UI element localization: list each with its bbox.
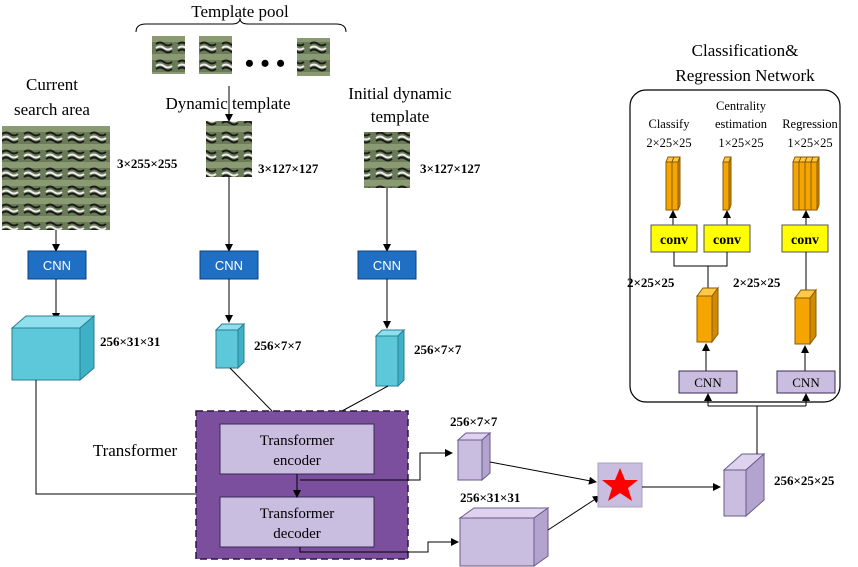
regression-output bbox=[792, 156, 820, 211]
conv-label: conv bbox=[660, 233, 688, 248]
classify-label: Classify bbox=[649, 117, 691, 131]
decoder-output-cube bbox=[533, 507, 549, 567]
feature-cube-initial bbox=[397, 328, 405, 388]
branch-left-cube bbox=[711, 286, 719, 344]
conv-block-centrality bbox=[703, 224, 751, 253]
cnn-label: CNN bbox=[215, 258, 243, 273]
search-image bbox=[2, 126, 110, 230]
initial-dims: 3×127×127 bbox=[420, 161, 481, 176]
classify-dims: 2×25×25 bbox=[646, 136, 691, 150]
initial-feat: 256×7×7 bbox=[414, 342, 462, 357]
template-pool-brace bbox=[135, 17, 347, 33]
head-network-box bbox=[629, 89, 841, 403]
search-feat: 256×31×31 bbox=[100, 334, 160, 349]
centrality-line1: Centrality bbox=[716, 99, 767, 113]
dynamic-template-image bbox=[206, 121, 252, 177]
search-dims: 3×255×255 bbox=[117, 156, 178, 171]
decoder-line2: decoder bbox=[273, 526, 320, 542]
conv-label: conv bbox=[791, 233, 819, 248]
dynamic-dims: 3×127×127 bbox=[258, 161, 319, 176]
conv-block-regression bbox=[781, 224, 829, 253]
centrality-line2: estimation bbox=[715, 117, 768, 131]
dynamic-title: Dynamic template bbox=[165, 94, 290, 113]
regression-label: Regression bbox=[782, 117, 838, 131]
centrality-dims: 1×25×25 bbox=[718, 136, 763, 150]
branch-left-dims: 2×25×25 bbox=[627, 275, 675, 290]
encoder-line1: Transformer bbox=[260, 433, 334, 449]
cnn-label: CNN bbox=[373, 258, 401, 273]
enc-out-dims: 256×7×7 bbox=[450, 414, 498, 429]
fused-feature-cube bbox=[745, 452, 765, 518]
branch-right-dims: 2×25×25 bbox=[733, 275, 781, 290]
initial-title-line2: template bbox=[371, 107, 430, 126]
zebra-photo-icon bbox=[152, 36, 185, 74]
head-cnn-label: CNN bbox=[694, 375, 722, 390]
cnn-label: CNN bbox=[43, 258, 71, 273]
classify-output bbox=[665, 156, 681, 211]
transformer-label: Transformer bbox=[93, 441, 178, 460]
fused-dims: 256×25×25 bbox=[774, 473, 835, 488]
branch-right-cube bbox=[809, 288, 817, 346]
star-correlation-icon bbox=[602, 468, 638, 501]
transformer-decoder bbox=[219, 496, 375, 548]
initial-template-image bbox=[364, 132, 410, 188]
search-title-line2: search area bbox=[14, 100, 90, 119]
ellipsis: • • • bbox=[245, 49, 285, 78]
head-title-line1: Classification& bbox=[692, 41, 799, 60]
zebra-photo-icon bbox=[199, 36, 232, 74]
feature-cube-dynamic bbox=[237, 322, 245, 370]
template-pool-title: Template pool bbox=[191, 2, 289, 21]
head-cnn-label: CNN bbox=[792, 375, 820, 390]
regression-dims: 1×25×25 bbox=[787, 136, 832, 150]
decoder-line1: Transformer bbox=[260, 506, 334, 522]
encoder-output-cube bbox=[481, 431, 491, 482]
conv-label: conv bbox=[713, 233, 741, 248]
head-title-line2: Regression Network bbox=[675, 66, 815, 85]
centrality-output bbox=[722, 156, 732, 211]
cnn-block-initial bbox=[357, 250, 417, 280]
encoder-line2: encoder bbox=[273, 453, 320, 469]
dec-out-dims: 256×31×31 bbox=[460, 490, 520, 505]
zebra-photo-icon bbox=[297, 38, 330, 76]
cnn-block-search bbox=[27, 250, 87, 280]
feature-cube-search bbox=[79, 314, 95, 382]
search-title-line1: Current bbox=[26, 75, 78, 94]
initial-title-line1: Initial dynamic bbox=[348, 84, 452, 103]
cnn-block-dynamic bbox=[199, 250, 259, 280]
dynamic-feat: 256×7×7 bbox=[254, 338, 302, 353]
